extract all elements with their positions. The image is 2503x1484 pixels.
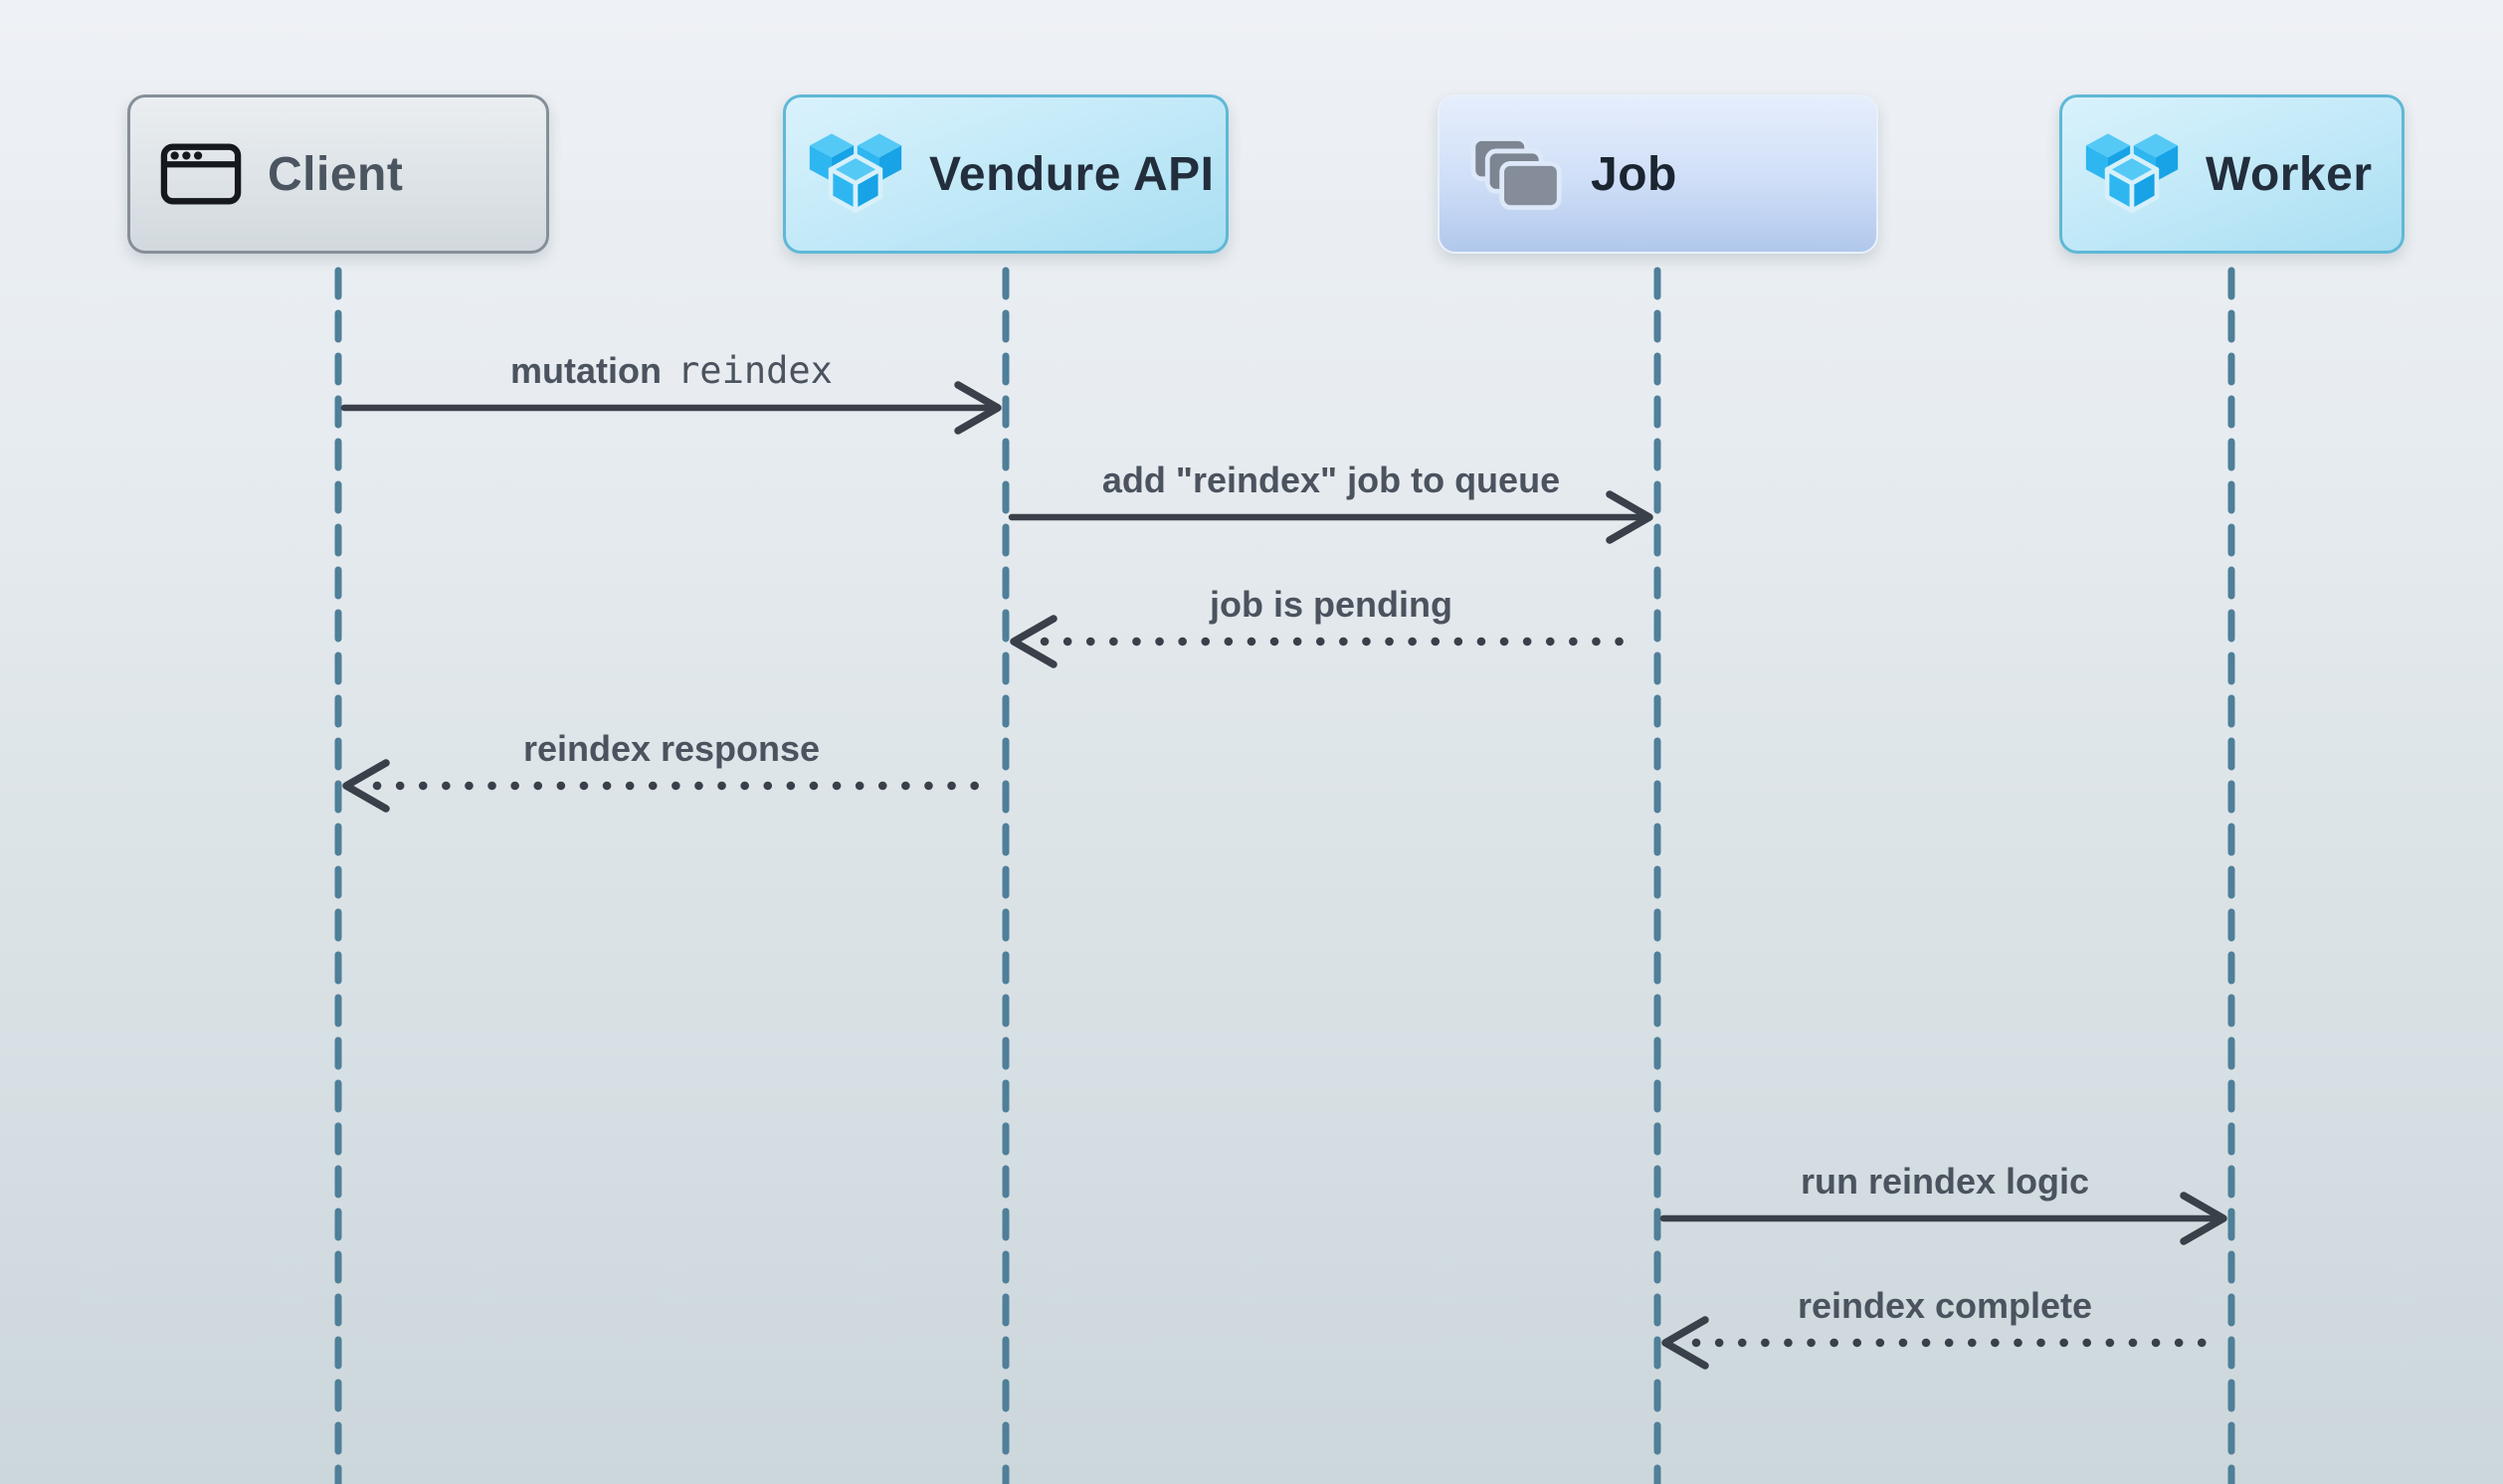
- message-label-run-reindex-logic: run reindex logic: [1800, 1161, 2090, 1202]
- stacked-cards-icon: [1469, 134, 1565, 214]
- vendure-logo-icon: [808, 129, 903, 219]
- actor-label-job: Job: [1591, 147, 1677, 201]
- actor-label-worker: Worker: [2206, 147, 2373, 201]
- actor-label-vendure-api: Vendure API: [929, 147, 1215, 201]
- actor-box-client: Client: [127, 94, 549, 254]
- arrow-mutation-reindex: [340, 381, 1002, 435]
- vendure-logo-icon: [2084, 129, 2180, 219]
- arrow-add-reindex-job: [1008, 490, 1653, 544]
- arrow-reindex-response: [342, 759, 990, 813]
- message-text: mutation: [510, 350, 663, 391]
- arrow-run-reindex-logic: [1659, 1192, 2227, 1245]
- message-label-mutation-reindex: mutation reindex: [510, 350, 833, 392]
- actor-box-vendure-api: Vendure API: [783, 94, 1229, 254]
- message-label-job-is-pending: job is pending: [1210, 584, 1452, 625]
- actor-box-worker: Worker: [2059, 94, 2405, 254]
- actor-box-job: Job: [1438, 94, 1878, 254]
- message-label-reindex-response: reindex response: [522, 728, 821, 769]
- message-code-text: reindex: [677, 349, 833, 392]
- message-label-add-reindex-job: add "reindex" job to queue: [1101, 460, 1561, 500]
- actor-label-client: Client: [268, 147, 404, 201]
- message-label-reindex-complete: reindex complete: [1797, 1285, 2093, 1326]
- arrow-reindex-complete: [1661, 1316, 2214, 1370]
- arrow-job-is-pending: [1010, 615, 1637, 668]
- browser-window-icon: [160, 142, 242, 206]
